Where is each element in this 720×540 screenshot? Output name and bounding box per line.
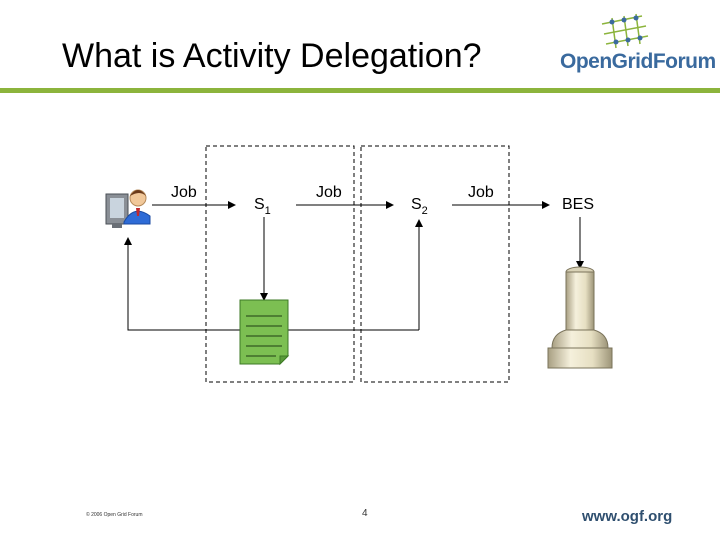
job-label-1: Job bbox=[171, 184, 197, 201]
job-label-3: Job bbox=[468, 184, 494, 201]
logo-wordmark: OpenGridForum bbox=[560, 50, 716, 73]
user-computer-icon bbox=[105, 189, 151, 228]
copyright-text: © 2006 Open Grid Forum bbox=[86, 512, 143, 518]
s2-letter: S bbox=[411, 196, 422, 213]
header-divider bbox=[0, 88, 720, 93]
bes-label: BES bbox=[562, 196, 595, 213]
s1-subscript: 1 bbox=[264, 205, 271, 217]
footer-url: www.ogf.org bbox=[582, 508, 673, 525]
service-box-s2 bbox=[360, 145, 510, 383]
document-icon bbox=[239, 299, 290, 366]
return-path-line bbox=[124, 237, 419, 331]
bes-server-icon bbox=[547, 266, 613, 369]
ogf-logo: OpenGridForum bbox=[560, 12, 716, 82]
service-box-s1 bbox=[205, 145, 355, 383]
grid-globe-icon bbox=[601, 13, 649, 49]
service-s2-label: S2 bbox=[411, 196, 428, 217]
page-number: 4 bbox=[362, 508, 368, 519]
s2-subscript: 2 bbox=[421, 205, 428, 217]
s1-letter: S bbox=[254, 196, 265, 213]
job-label-2: Job bbox=[316, 184, 342, 201]
service-s1-label: S1 bbox=[254, 196, 271, 217]
slide-title: What is Activity Delegation? bbox=[62, 37, 482, 75]
